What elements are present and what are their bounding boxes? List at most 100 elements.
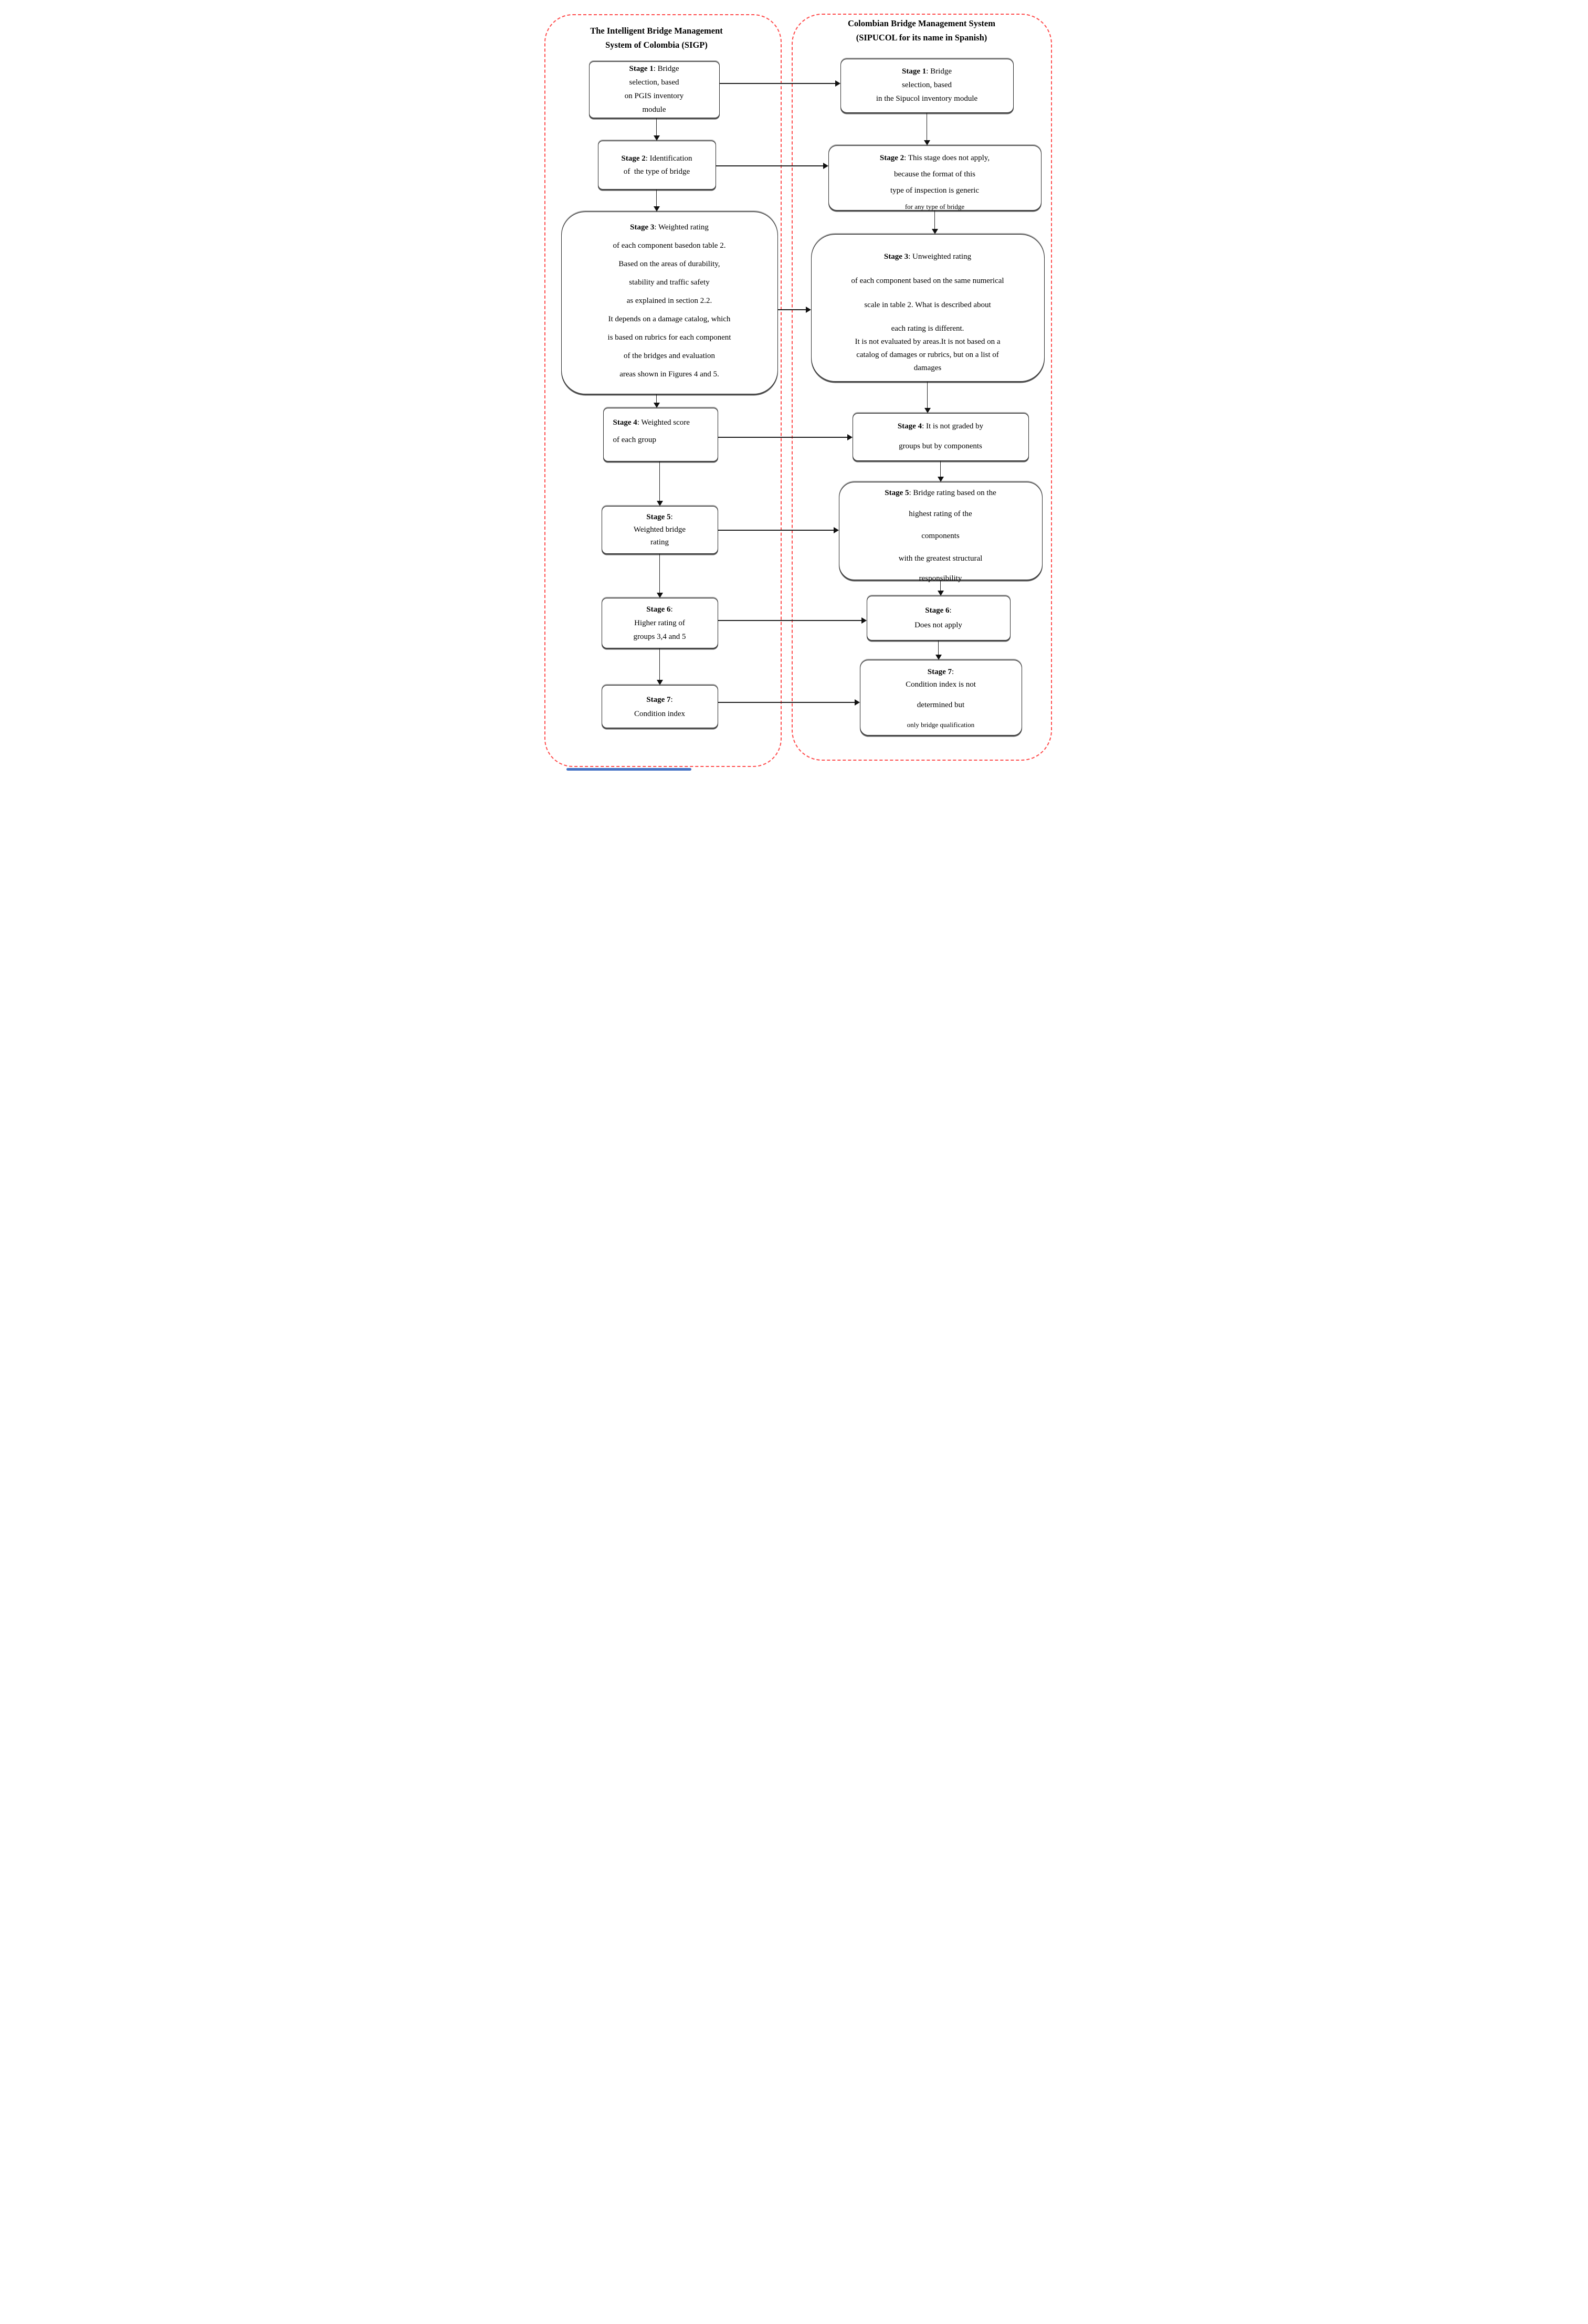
connector-arrow-vertical: [656, 118, 657, 136]
right-system-title-line1: Colombian Bridge Management System: [848, 18, 995, 28]
stage-text-line: It is not evaluated by areas.It is not b…: [812, 335, 1044, 349]
connector-arrow-vertical: [934, 211, 935, 230]
stage-text: of the type of bridge: [623, 167, 690, 176]
arrowhead-down-icon: [923, 140, 930, 145]
connector-arrow-vertical: [940, 461, 941, 478]
stage-text-line: only bridge qualification: [860, 719, 1022, 731]
stage-text-line: highest rating of the: [839, 508, 1042, 521]
right-system-title: Colombian Bridge Management System (SIPU…: [817, 16, 1027, 45]
stage-text: with the greatest structural: [898, 554, 983, 563]
stage-text: It depends on a damage catalog, which: [608, 315, 731, 323]
stage-text: highest rating of the: [909, 510, 972, 518]
stage-box-right-2: Stage 2: This stage does not apply,becau…: [828, 145, 1042, 211]
stage-text-line: It depends on a damage catalog, which: [562, 310, 777, 329]
stage-text: selection, based: [902, 81, 952, 89]
arrowhead-right-icon: [833, 527, 839, 533]
stage-text: groups 3,4 and 5: [633, 633, 686, 641]
stage-text: : Weighted score: [637, 418, 690, 427]
stage-label: Stage 6: [925, 606, 950, 615]
stage-text: on PGIS inventory: [624, 92, 684, 100]
arrowhead-down-icon: [935, 655, 942, 660]
bottom-accent-line: [566, 768, 691, 771]
stage-text: type of inspection is generic: [890, 186, 980, 195]
stage-text: Condition index is not: [906, 680, 976, 689]
stage-text-line: for any type of bridge: [829, 199, 1041, 215]
stage-text-line: Stage 6:: [867, 604, 1010, 617]
stage-text: in the Sipucol inventory module: [876, 94, 978, 103]
arrowhead-down-icon: [653, 206, 660, 212]
stage-text-line: areas shown in Figures 4 and 5.: [562, 365, 777, 384]
arrowhead-down-icon: [656, 680, 663, 685]
stage-text: :: [952, 668, 954, 676]
stage-text: catalog of damages or rubrics, but on a …: [856, 351, 999, 359]
stage-text: : It is not graded by: [922, 422, 984, 430]
stage-text-line: components: [839, 530, 1042, 543]
connector-arrow-vertical: [938, 640, 939, 656]
stage-text-line: Condition index: [602, 707, 718, 721]
stage-box-right-3: Stage 3: Unweighted rating of each compon…: [811, 234, 1045, 382]
stage-text: stability and traffic safety: [629, 278, 710, 287]
connector-arrow-vertical: [926, 113, 928, 141]
stage-text-line: Stage 2: Identification: [598, 152, 716, 165]
stage-text-line: each rating is different.: [812, 322, 1044, 335]
stage-text: rating: [650, 538, 669, 546]
stage-box-left-5: Stage 5:Weighted bridge rating: [601, 506, 718, 554]
stage-text-line: Stage 5:: [602, 511, 718, 523]
connector-arrow-vertical: [927, 382, 928, 409]
stage-text-line: Stage 4: Weighted score: [613, 416, 718, 430]
stage-text: responsibility: [919, 574, 962, 583]
sipucol-system-container: [791, 14, 1052, 761]
stage-box-left-3: Stage 3: Weighted rating of each componen…: [561, 212, 778, 394]
stage-text-line: Weighted bridge: [602, 523, 718, 536]
stage-text: : Unweighted rating: [908, 253, 972, 261]
stage-text-line: as explained in section 2.2.: [562, 292, 777, 310]
flowchart-figure: The Intelligent Bridge Management System…: [529, 0, 1059, 775]
connector-arrow-vertical: [656, 394, 657, 404]
connector-arrow-horizontal: [718, 437, 848, 438]
stage-text-line: because the format of this: [829, 166, 1041, 182]
stage-text-line: Stage 1: Bridge: [590, 62, 719, 76]
stage-text-line: selection, based: [841, 78, 1013, 92]
stage-text-line: selection, based: [590, 76, 719, 89]
arrowhead-right-icon: [854, 699, 860, 706]
stage-text: Does not apply: [914, 621, 962, 629]
connector-arrow-vertical: [659, 648, 660, 681]
stage-label: Stage 2: [879, 154, 905, 162]
stage-text: of each component based on the same nume…: [851, 277, 1004, 285]
connector-arrow-vertical: [659, 554, 660, 594]
stage-text-line: determined but: [860, 699, 1022, 711]
stage-text: scale in table 2. What is described abou…: [864, 301, 991, 309]
stage-text: as explained in section 2.2.: [626, 297, 712, 305]
connector-arrow-horizontal: [719, 83, 836, 84]
stage-text-line: responsibility: [839, 572, 1042, 585]
connector-arrow-horizontal: [718, 702, 856, 703]
stage-text-line: catalog of damages or rubrics, but on a …: [812, 349, 1044, 362]
connector-arrow-vertical: [940, 580, 941, 592]
stage-text-line: of each component based on the same nume…: [812, 275, 1044, 288]
stage-label: Stage 1: [629, 65, 654, 73]
stage-box-right-6: Stage 6: Does not apply: [866, 596, 1011, 640]
connector-arrow-horizontal: [716, 165, 824, 166]
stage-label: Stage 3: [884, 253, 909, 261]
right-system-title-line2: (SIPUCOL for its name in Spanish): [856, 33, 987, 43]
arrowhead-down-icon: [656, 501, 663, 506]
stage-text: It is not evaluated by areas.It is not b…: [855, 338, 1001, 346]
stage-text: damages: [913, 364, 942, 372]
stage-box-left-2: Stage 2: Identification of the type of br…: [597, 141, 716, 190]
stage-text-line: Stage 3: Weighted rating: [562, 218, 777, 237]
left-system-title-line2: System of Colombia (SIGP): [605, 40, 708, 50]
stage-text: for any type of bridge: [905, 203, 965, 211]
arrowhead-down-icon: [656, 593, 663, 598]
arrowhead-down-icon: [937, 591, 944, 596]
connector-arrow-vertical: [656, 190, 657, 207]
stage-label: Stage 5: [646, 513, 671, 521]
stage-text: of each component basedon table 2.: [613, 241, 726, 250]
stage-text: determined but: [917, 701, 965, 709]
stage-label: Stage 5: [885, 489, 909, 497]
left-system-title: The Intelligent Bridge Management System…: [552, 24, 762, 52]
stage-text: Condition index: [634, 710, 686, 718]
